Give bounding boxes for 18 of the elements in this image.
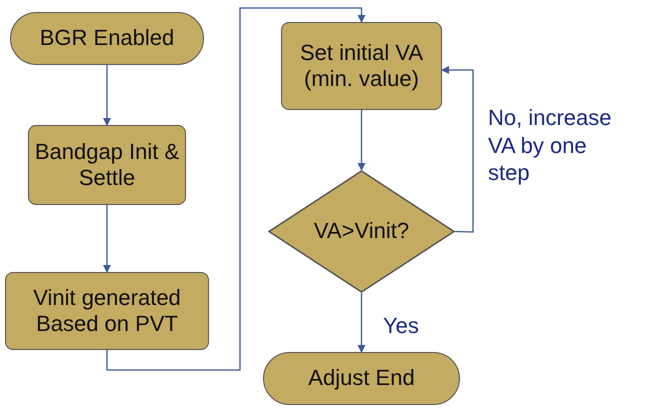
node-text: Set initial VA (min. value) <box>298 40 424 92</box>
arrow <box>103 65 111 126</box>
arrow <box>103 205 111 273</box>
process-box <box>28 125 186 205</box>
node-text: Vinit generated Based on PVT <box>32 284 182 338</box>
arrow <box>358 293 366 353</box>
decision-diamond <box>268 170 455 293</box>
process-box <box>5 272 209 350</box>
terminal-box <box>10 12 204 65</box>
arrow <box>358 110 366 171</box>
terminal-box <box>263 352 460 405</box>
node-text: BGR Enabled <box>40 25 174 52</box>
node-text: Adjust End <box>308 365 415 392</box>
node-text: Bandgap Init & Settle <box>34 138 180 192</box>
node-text: VA>Vinit? <box>314 218 410 245</box>
arrow <box>441 66 474 233</box>
process-box <box>281 22 442 110</box>
arrow <box>106 7 366 371</box>
